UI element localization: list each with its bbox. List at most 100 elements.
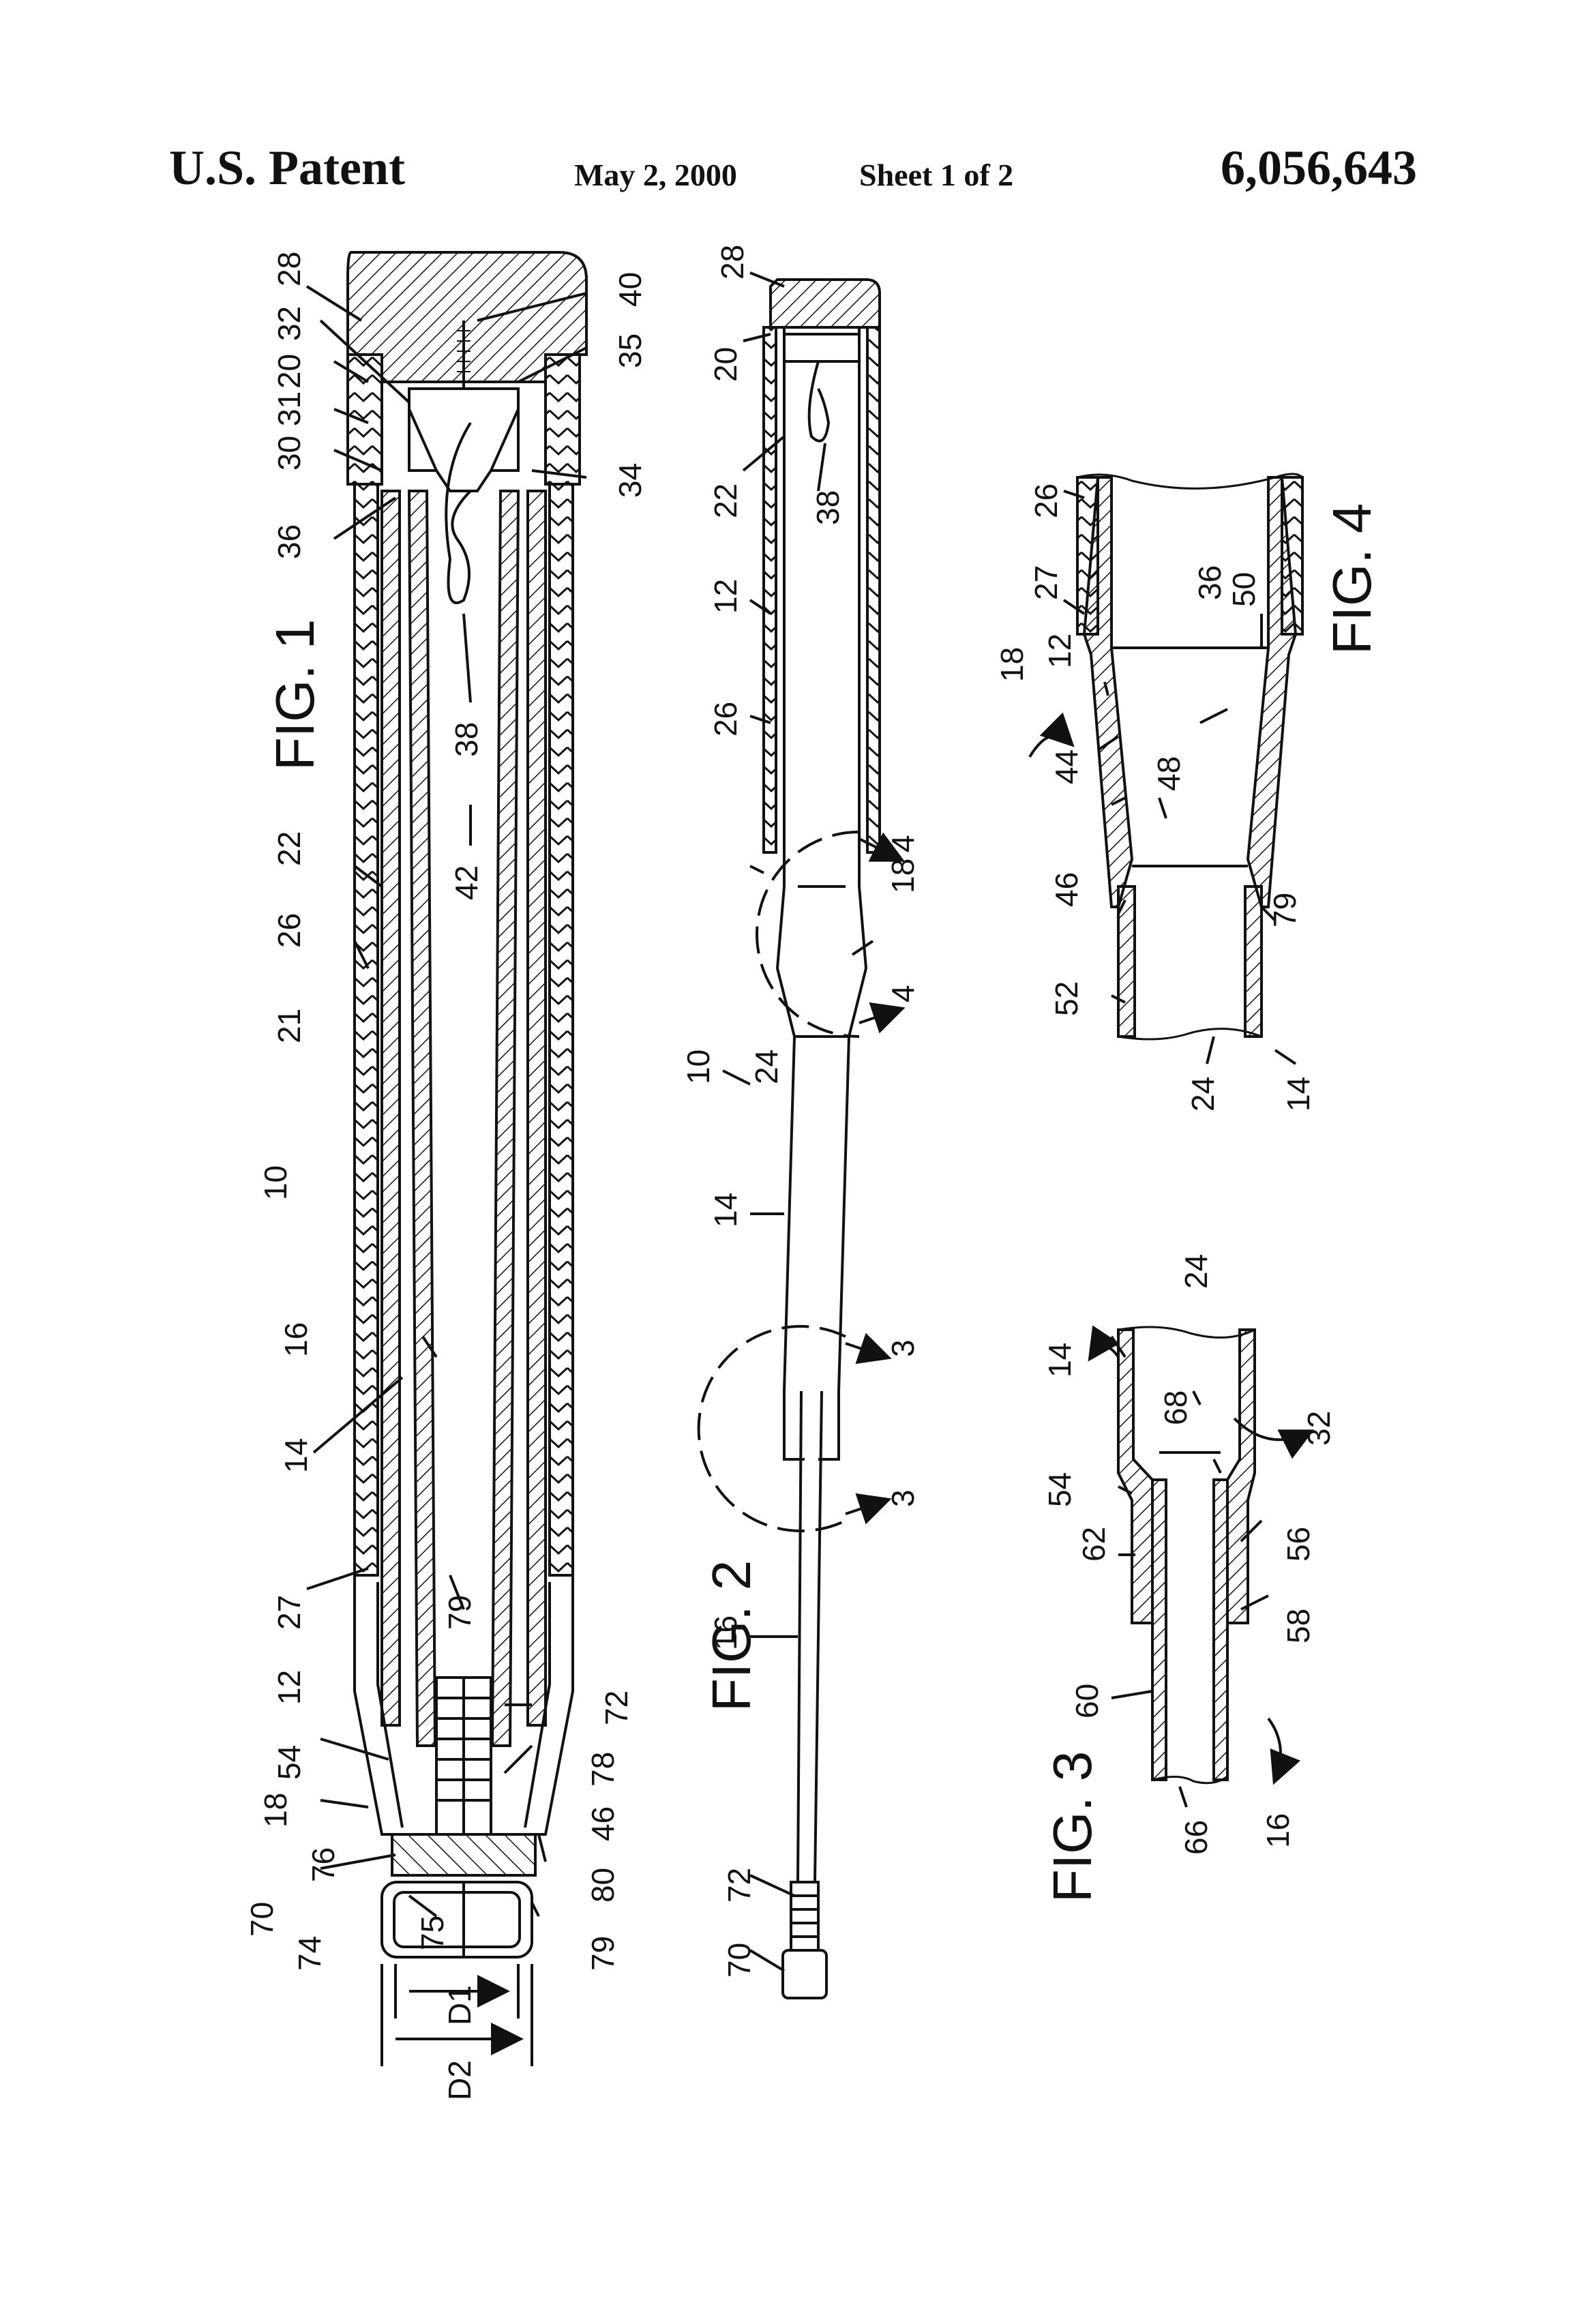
fig2-rod <box>790 1881 820 1952</box>
fig1-ref-36: 36 <box>271 524 307 559</box>
fig1-ref-31: 31 <box>271 391 307 426</box>
fig3-tube-16-left <box>1151 1478 1167 1781</box>
fig1-ref-72: 72 <box>599 1690 634 1725</box>
fig1-dim-d1-label: D1 <box>442 1985 477 2025</box>
fig3-tube-16-right <box>1212 1478 1229 1781</box>
fig3-tube-14-right <box>1226 1328 1256 1624</box>
fig1-ref-75: 75 <box>415 1916 450 1950</box>
fig4-tube-14-left <box>1117 885 1136 1038</box>
fig2-ref-16: 16 <box>708 1615 743 1650</box>
fig4-ref-46: 46 <box>1049 872 1084 907</box>
fig3-ref-62: 62 <box>1076 1527 1111 1562</box>
fig2-ref-28: 28 <box>715 245 750 280</box>
fig1-ref-16: 16 <box>278 1322 314 1357</box>
fig2-cap <box>769 278 881 329</box>
fig2-outer-tube-right <box>866 326 881 854</box>
fig1-mid-tube-left <box>380 490 401 1727</box>
fig4-title: FIG. 4 <box>1322 503 1382 655</box>
fig2-cord <box>807 361 831 443</box>
fig3-ref-54: 54 <box>1042 1472 1077 1507</box>
fig1-outer-tube-left <box>353 483 379 1577</box>
fig2-ref-3b: 3 <box>885 1489 921 1507</box>
fig4-ref-14: 14 <box>1281 1077 1316 1112</box>
fig2-detail-circle-3 <box>697 1325 846 1532</box>
fig2-tube-16-left <box>796 1390 803 1883</box>
fig1-cord <box>445 421 472 604</box>
fig2-end-cap <box>781 1949 828 1999</box>
fig1-outer-tube-right <box>548 483 574 1577</box>
fig1-drawing <box>305 251 588 2066</box>
fig2-outer-tube-left <box>762 326 777 854</box>
fig1-ref-35: 35 <box>612 333 648 368</box>
fig2-tube-14-right <box>837 1036 850 1392</box>
fig3-title: FIG. 3 <box>1042 1751 1103 1903</box>
fig3-ref-16: 16 <box>1260 1813 1296 1848</box>
fig4-ref-27: 27 <box>1028 565 1064 600</box>
fig1-ref-78: 78 <box>585 1752 621 1787</box>
fig1-end-cap <box>380 1881 533 1958</box>
fig3-tube-14-left <box>1117 1328 1154 1624</box>
fig2-ref-18: 18 <box>885 859 921 893</box>
fig1-ref-54: 54 <box>271 1745 307 1780</box>
fig4-ref-12: 12 <box>1042 634 1077 668</box>
fig1-ref-79a: 79 <box>442 1595 477 1630</box>
fig1-ref-30: 30 <box>271 436 307 471</box>
sheet-number: Sheet 1 of 2 <box>859 158 1014 192</box>
fig2-ref-4a: 4 <box>885 835 921 852</box>
fig1-ref-46: 46 <box>585 1806 621 1841</box>
fig4-ref-44: 44 <box>1049 749 1084 784</box>
fig1-title: FIG. 1 <box>265 619 325 771</box>
fig2-ref-72: 72 <box>721 1868 757 1903</box>
patent-number: 6,056,643 <box>1221 140 1417 195</box>
fig3-drawing <box>1088 1325 1315 1808</box>
fig1-plug <box>408 387 520 492</box>
fig1-ref-40: 40 <box>612 272 648 307</box>
fig3-ref-56: 56 <box>1281 1527 1316 1562</box>
fig1-ref-76: 76 <box>305 1847 341 1882</box>
patent-label: U.S. Patent <box>169 140 405 195</box>
fig3-ref-32: 32 <box>1301 1411 1337 1446</box>
fig4-ref-50: 50 <box>1226 572 1262 607</box>
fig1-ref-27: 27 <box>271 1595 307 1630</box>
fig1-ref-42: 42 <box>449 865 484 900</box>
fig1-ref-28: 28 <box>271 252 307 286</box>
fig4-ref-36: 36 <box>1192 565 1227 600</box>
fig2-ref-26: 26 <box>708 702 743 736</box>
fig3-ref-60: 60 <box>1069 1684 1105 1718</box>
fig1-ref-34: 34 <box>612 463 648 498</box>
fig4-ref-48: 48 <box>1151 756 1186 791</box>
fig2-ref-14: 14 <box>708 1193 743 1227</box>
fig2-tube-14-left <box>783 1036 796 1392</box>
fig4-tube-14-right <box>1244 885 1263 1038</box>
fig2-ref-10: 10 <box>681 1049 716 1084</box>
fig1-mid-tube-right <box>526 490 547 1727</box>
fig3-ref-66: 66 <box>1178 1820 1214 1855</box>
fig2-title: FIG. 2 <box>701 1560 762 1712</box>
fig2-ref-3a: 3 <box>885 1339 921 1357</box>
fig1-ref-10: 10 <box>258 1165 293 1200</box>
fig1-ref-26: 26 <box>271 913 307 948</box>
fig1-ref-12: 12 <box>271 1670 307 1705</box>
fig2-ref-38: 38 <box>810 490 846 525</box>
fig2-detail-circle-4 <box>756 831 860 1038</box>
fig4-ref-79: 79 <box>1267 893 1302 927</box>
fig2-ref-4b: 4 <box>885 985 921 1002</box>
fig4-ref-26: 26 <box>1028 483 1064 518</box>
fig2-ref-20: 20 <box>708 347 743 382</box>
fig1-ref-70: 70 <box>244 1902 280 1937</box>
fig4-ref-18: 18 <box>994 647 1030 682</box>
fig1-thread-right <box>544 353 581 486</box>
fig2-ref-22: 22 <box>708 483 743 518</box>
fig1-ref-38: 38 <box>449 722 484 757</box>
fig3-ref-14: 14 <box>1042 1343 1077 1377</box>
fig1-ref-20: 20 <box>271 354 307 389</box>
fig4-ref-52: 52 <box>1049 981 1084 1016</box>
fig1-ref-21: 21 <box>271 1009 307 1043</box>
fig3-ref-58: 58 <box>1281 1609 1316 1643</box>
fig1-ref-74: 74 <box>292 1936 327 1971</box>
fig1-dim-d2-label: D2 <box>442 2060 477 2100</box>
fig4-tube-12-right <box>1246 476 1298 908</box>
fig1-ref-80: 80 <box>585 1868 621 1903</box>
fig2-drawing <box>697 271 906 1999</box>
